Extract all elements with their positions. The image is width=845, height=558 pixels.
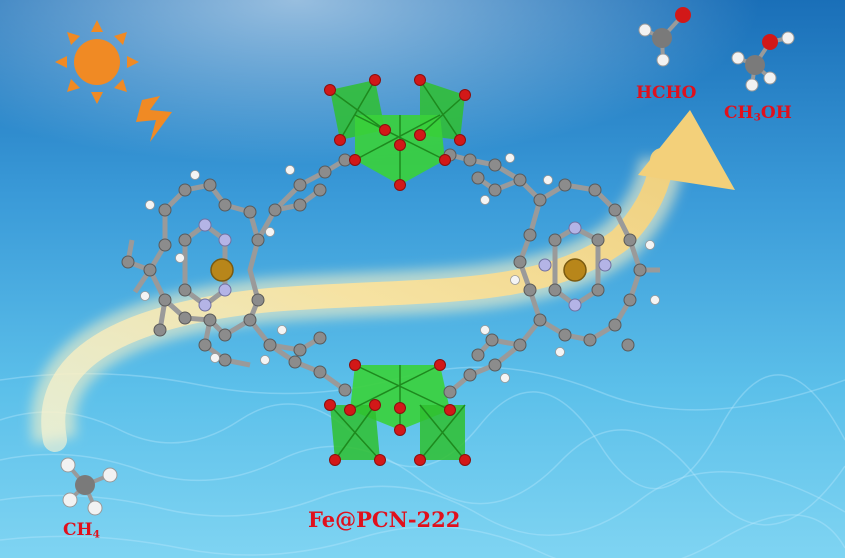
methanol-molecule-icon bbox=[731, 31, 795, 92]
methanol-label-subscript: 3 bbox=[753, 111, 761, 124]
oxygen-atoms bbox=[324, 74, 471, 466]
reaction-arrow bbox=[31, 110, 735, 452]
carbon-atoms bbox=[121, 148, 647, 399]
reactant-label: CH4 bbox=[63, 522, 100, 540]
zr-oxo-cluster-bottom bbox=[329, 364, 466, 461]
sun-icon bbox=[55, 20, 139, 104]
product-label-methanol: CH3OH bbox=[724, 105, 792, 123]
nitrogen-atoms bbox=[198, 218, 612, 312]
methanol-label-part-a: CH bbox=[724, 103, 754, 123]
formaldehyde-molecule-icon bbox=[638, 7, 691, 67]
hydrogen-atoms bbox=[140, 153, 660, 383]
catalyst-label: Fe@PCN-222 bbox=[308, 507, 461, 532]
iron-atoms bbox=[210, 258, 587, 282]
product-label-formaldehyde: HCHO bbox=[636, 83, 697, 103]
mof-framework bbox=[121, 74, 660, 466]
reactant-label-subscript: 4 bbox=[92, 528, 100, 541]
reactant-label-main: CH bbox=[63, 520, 93, 540]
methane-molecule-icon bbox=[60, 457, 118, 516]
lightning-icon bbox=[136, 96, 172, 142]
methanol-label-part-b: OH bbox=[760, 103, 792, 123]
